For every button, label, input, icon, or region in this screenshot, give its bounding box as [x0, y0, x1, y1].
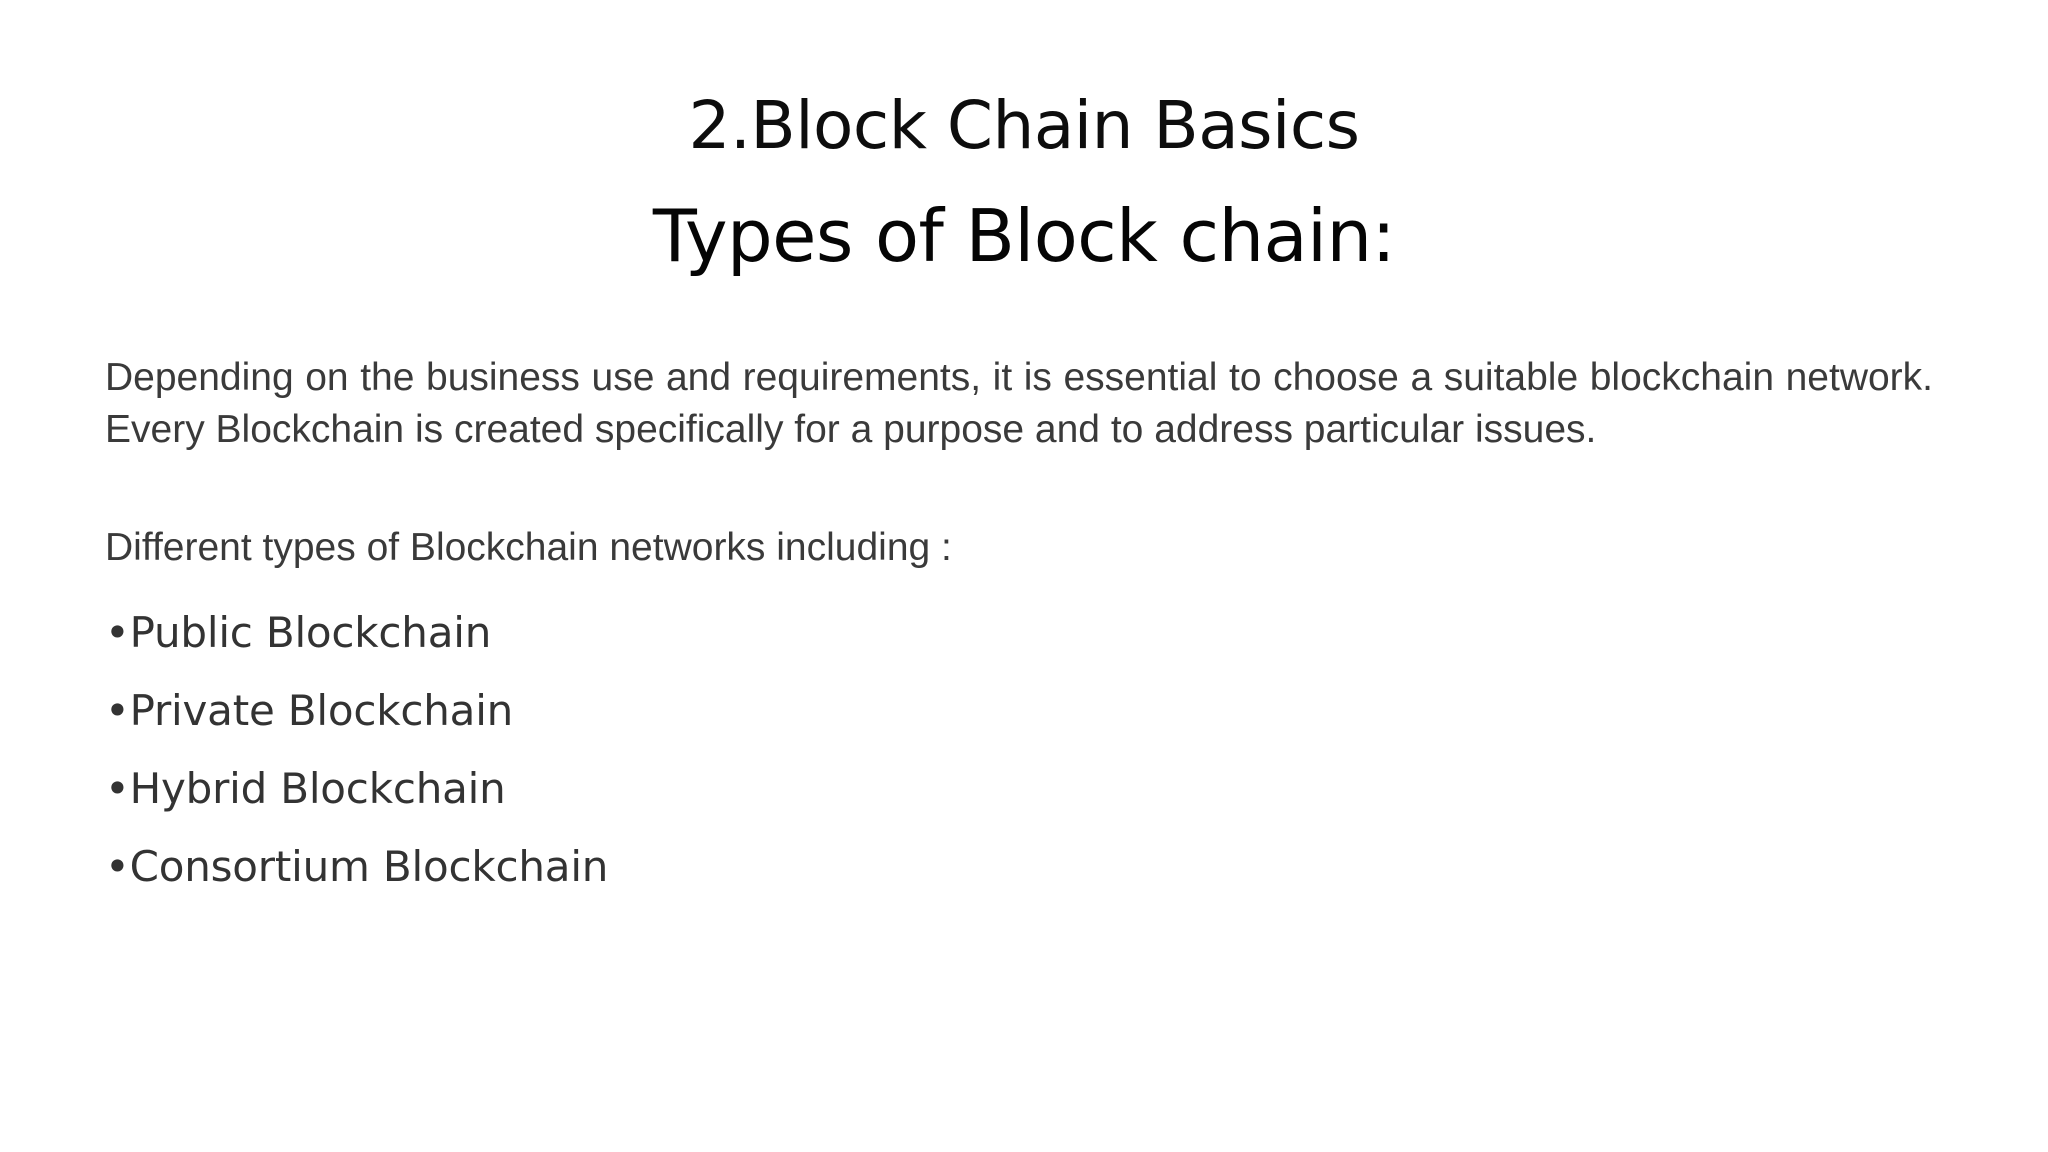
paragraph-spacer	[105, 456, 1933, 522]
body-block: Depending on the business use and requir…	[105, 352, 1933, 906]
list-item: •Consortium Blockchain	[105, 828, 1933, 906]
bullet-icon: •	[105, 608, 130, 657]
list-item-label: Hybrid Blockchain	[129, 764, 506, 813]
intro-paragraph: Depending on the business use and requir…	[105, 356, 1933, 451]
list-item: •Hybrid Blockchain	[105, 750, 1933, 828]
list-item: •Private Blockchain	[105, 672, 1933, 750]
bullet-icon: •	[105, 842, 130, 891]
list-item-label: Consortium Blockchain	[129, 842, 609, 891]
list-item: •Public Blockchain	[105, 594, 1933, 672]
bullet-icon: •	[105, 686, 130, 735]
blockchain-types-list: •Public Blockchain •Private Blockchain •…	[105, 594, 1933, 906]
list-item-label: Public Blockchain	[129, 608, 492, 657]
slide-title-secondary: Types of Block chain:	[652, 194, 1396, 279]
list-item-label: Private Blockchain	[129, 686, 514, 735]
bullet-icon: •	[105, 764, 130, 813]
bullet-list-lead-in: Different types of Blockchain networks i…	[105, 526, 952, 569]
title-block: 2.Block Chain Basics Types of Block chai…	[0, 92, 2048, 275]
slide-title-primary: 2.Block Chain Basics	[688, 87, 1360, 164]
